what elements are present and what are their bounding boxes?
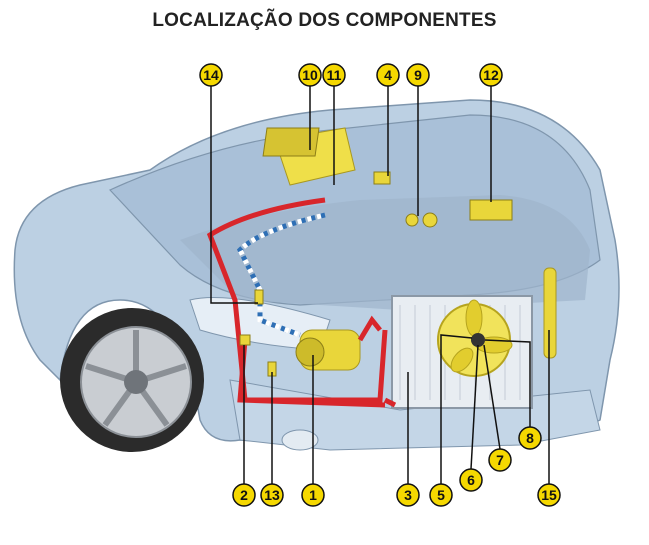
callout-4: 4 — [376, 63, 400, 87]
svg-text:1: 1 — [309, 487, 317, 503]
svg-text:9: 9 — [414, 67, 422, 83]
engine-bay — [180, 195, 590, 310]
svg-text:12: 12 — [483, 67, 499, 83]
sensor-connector — [422, 212, 438, 228]
svg-text:13: 13 — [264, 487, 280, 503]
callout-6: 6 — [459, 468, 483, 492]
control-module — [469, 199, 513, 221]
callout-9: 9 — [406, 63, 430, 87]
svg-text:8: 8 — [526, 430, 534, 446]
callout-10: 10 — [298, 63, 322, 87]
svg-text:3: 3 — [404, 487, 412, 503]
callout-15: 15 — [537, 483, 561, 507]
callout-14: 14 — [199, 63, 223, 87]
svg-text:11: 11 — [327, 67, 342, 83]
callout-13: 13 — [260, 483, 284, 507]
fog-light — [281, 429, 319, 451]
low-pressure-line-white — [236, 212, 326, 338]
callout-11: 11 — [322, 63, 346, 87]
callout-12: 12 — [479, 63, 503, 87]
svg-text:10: 10 — [302, 67, 318, 83]
svg-text:5: 5 — [437, 487, 445, 503]
callout-3: 3 — [396, 483, 420, 507]
svg-text:7: 7 — [496, 452, 504, 468]
pressure-switch — [373, 171, 391, 185]
cabin-filter — [262, 127, 320, 157]
high-pressure-line — [206, 197, 397, 408]
expansion-valve — [239, 334, 251, 346]
svg-text:2: 2 — [240, 487, 248, 503]
svg-text:6: 6 — [467, 472, 475, 488]
callout-8: 8 — [518, 426, 542, 450]
receiver-drier — [543, 267, 557, 359]
callout-1: 1 — [301, 483, 325, 507]
service-valve-low — [254, 289, 264, 305]
callout-2: 2 — [232, 483, 256, 507]
fan-motor — [471, 333, 485, 347]
svg-text:15: 15 — [541, 487, 557, 503]
temperature-sensor — [405, 213, 419, 227]
callout-7: 7 — [488, 448, 512, 472]
svg-text:14: 14 — [203, 67, 219, 83]
svg-text:4: 4 — [384, 67, 392, 83]
diagram-title: LOCALIZAÇÃO DOS COMPONENTES — [152, 10, 497, 31]
callout-5: 5 — [429, 483, 453, 507]
wheel-hub — [124, 370, 148, 394]
leader-lines — [210, 86, 550, 484]
compressor-clutch — [295, 337, 325, 367]
